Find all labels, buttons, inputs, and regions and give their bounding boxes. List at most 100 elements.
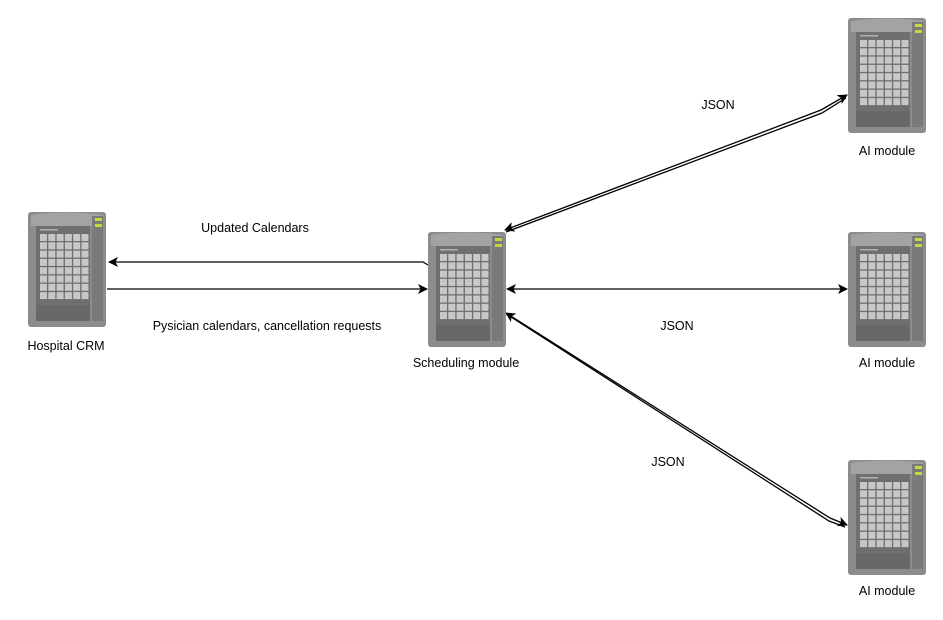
server-bay xyxy=(860,81,867,89)
server-bay xyxy=(884,270,892,278)
server-bay xyxy=(893,515,901,523)
server-bay xyxy=(884,40,892,47)
server-model-mark xyxy=(40,229,58,231)
server-bay xyxy=(860,540,867,548)
server-bay xyxy=(901,287,909,295)
server-bay xyxy=(48,250,56,258)
server-bay xyxy=(893,89,901,97)
edge-label-json-bottom: JSON xyxy=(651,455,684,469)
server-bay xyxy=(481,287,489,295)
server-bay xyxy=(40,267,47,275)
server-bay xyxy=(901,540,909,548)
server-bay xyxy=(40,234,47,241)
server-bay xyxy=(868,98,876,106)
edge-json-bottom xyxy=(505,312,848,527)
server-bay xyxy=(860,312,867,320)
node-ai-module-top[interactable]: AI module xyxy=(848,18,926,158)
server-bay xyxy=(40,283,47,291)
server-bay xyxy=(893,278,901,286)
server-bay xyxy=(876,278,884,286)
server-bay xyxy=(893,287,901,295)
server-bay xyxy=(868,312,876,320)
server-bay xyxy=(860,56,867,64)
server-bay xyxy=(56,275,64,283)
server-bay xyxy=(868,303,876,311)
node-hospital-crm[interactable]: Hospital CRM xyxy=(27,212,106,353)
server-side-strip xyxy=(912,464,923,569)
node-ai-module-bottom[interactable]: AI module xyxy=(848,460,926,598)
server-bottom-shade xyxy=(856,325,910,341)
server-bay xyxy=(868,64,876,72)
server-bay xyxy=(868,262,876,270)
server-led xyxy=(915,466,922,469)
server-bay xyxy=(893,40,901,47)
server-bay xyxy=(876,48,884,56)
server-bay xyxy=(884,303,892,311)
server-led xyxy=(495,238,502,241)
server-bay xyxy=(901,523,909,531)
server-bay xyxy=(481,262,489,270)
server-bay xyxy=(860,254,867,261)
server-bay xyxy=(860,498,867,506)
server-bay xyxy=(464,270,472,278)
server-bay xyxy=(876,64,884,72)
server-bay xyxy=(876,56,884,64)
server-bay xyxy=(73,258,81,266)
server-top-bevel xyxy=(431,232,503,246)
server-bay xyxy=(884,312,892,320)
server-bay xyxy=(876,312,884,320)
server-bay xyxy=(40,242,47,250)
edge-json-bottom-shadow xyxy=(507,314,846,528)
server-bay xyxy=(73,242,81,250)
server-bay xyxy=(868,515,876,523)
server-bay xyxy=(893,48,901,56)
node-label-ai-module-bottom: AI module xyxy=(859,584,915,598)
edge-json-top xyxy=(504,94,848,232)
node-label-ai-module-middle: AI module xyxy=(859,356,915,370)
server-bay xyxy=(876,515,884,523)
server-bay xyxy=(464,254,472,261)
server-bay xyxy=(48,283,56,291)
node-ai-module-middle[interactable]: AI module xyxy=(848,232,926,370)
server-bay xyxy=(481,295,489,303)
server-bay xyxy=(481,312,489,320)
server-bay xyxy=(901,312,909,320)
server-bay xyxy=(876,98,884,106)
server-bay xyxy=(893,254,901,261)
server-bay xyxy=(884,515,892,523)
edge-label-physician-calendars: Pysician calendars, cancellation request… xyxy=(153,319,382,333)
server-led xyxy=(95,224,102,227)
server-bay xyxy=(860,48,867,56)
server-bay xyxy=(473,270,481,278)
server-tower-icon xyxy=(428,232,506,347)
server-tower-icon xyxy=(848,460,926,575)
server-bay xyxy=(884,506,892,514)
server-bay xyxy=(81,292,89,300)
server-bay xyxy=(440,262,447,270)
server-bay xyxy=(876,40,884,47)
server-bay xyxy=(893,490,901,498)
server-bay xyxy=(876,531,884,539)
server-bay xyxy=(884,278,892,286)
server-tower-icon xyxy=(28,212,106,327)
server-side-strip xyxy=(912,22,923,127)
server-bay xyxy=(901,56,909,64)
server-bay xyxy=(876,73,884,81)
server-bay xyxy=(448,303,456,311)
server-bay xyxy=(884,48,892,56)
server-bay xyxy=(893,482,901,489)
server-bay xyxy=(893,56,901,64)
server-led xyxy=(915,244,922,247)
server-bay xyxy=(448,312,456,320)
server-bay xyxy=(901,89,909,97)
server-bay xyxy=(464,262,472,270)
server-bay xyxy=(884,98,892,106)
server-bay xyxy=(876,498,884,506)
server-bay xyxy=(868,540,876,548)
node-scheduling-module[interactable]: Scheduling module xyxy=(413,232,519,370)
server-bay xyxy=(81,267,89,275)
server-bay xyxy=(456,254,464,261)
server-bay xyxy=(860,270,867,278)
server-bay xyxy=(876,254,884,261)
server-bay xyxy=(448,262,456,270)
